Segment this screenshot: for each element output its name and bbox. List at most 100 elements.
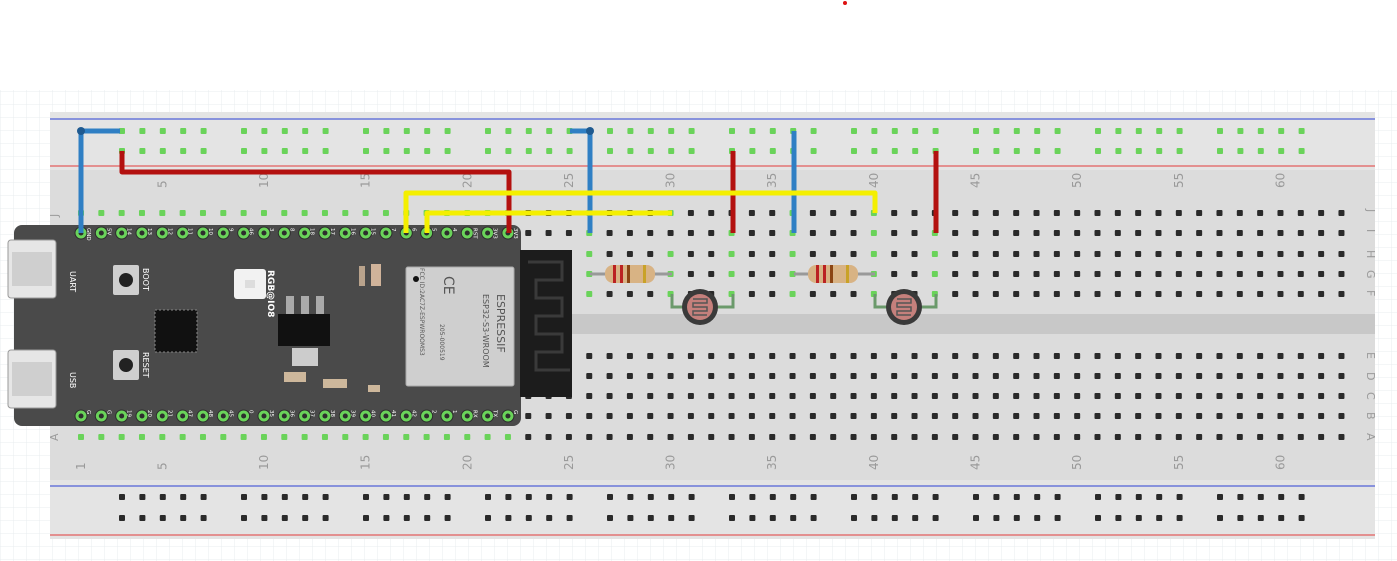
rail-hole[interactable] [993, 148, 1000, 154]
breadboard-hole[interactable] [911, 373, 918, 379]
rail-hole[interactable] [424, 148, 431, 154]
breadboard-hole[interactable] [1297, 230, 1304, 236]
breadboard-hole[interactable] [931, 251, 938, 257]
rail-hole[interactable] [871, 494, 878, 500]
rail-hole[interactable] [1013, 128, 1020, 134]
breadboard-hole[interactable] [992, 393, 999, 399]
breadboard-hole[interactable] [748, 251, 755, 257]
rail-hole[interactable] [627, 148, 634, 154]
rail-hole[interactable] [1176, 128, 1183, 134]
breadboard-hole[interactable] [647, 393, 654, 399]
breadboard-hole[interactable] [321, 434, 328, 440]
breadboard-hole[interactable] [992, 251, 999, 257]
rail-hole[interactable] [424, 515, 431, 521]
breadboard-hole[interactable] [1297, 413, 1304, 419]
breadboard-hole[interactable] [1196, 353, 1203, 359]
rail-hole[interactable] [1013, 515, 1020, 521]
breadboard-hole[interactable] [748, 353, 755, 359]
breadboard-hole[interactable] [687, 230, 694, 236]
rail-hole[interactable] [1054, 494, 1061, 500]
rail-hole[interactable] [1156, 148, 1163, 154]
breadboard-hole[interactable] [1053, 434, 1060, 440]
breadboard-hole[interactable] [748, 393, 755, 399]
breadboard-hole[interactable] [748, 434, 755, 440]
breadboard-hole[interactable] [626, 291, 633, 297]
breadboard-hole[interactable] [931, 353, 938, 359]
breadboard-hole[interactable] [1033, 230, 1040, 236]
breadboard-hole[interactable] [1135, 230, 1142, 236]
rail-hole[interactable] [668, 494, 675, 500]
breadboard-hole[interactable] [626, 230, 633, 236]
breadboard-hole[interactable] [1196, 373, 1203, 379]
rail-hole[interactable] [1054, 515, 1061, 521]
breadboard-hole[interactable] [1338, 393, 1345, 399]
breadboard-hole[interactable] [952, 251, 959, 257]
breadboard-hole[interactable] [972, 291, 979, 297]
breadboard-hole[interactable] [1135, 393, 1142, 399]
rail-hole[interactable] [363, 515, 369, 521]
breadboard-hole[interactable] [708, 373, 715, 379]
breadboard-hole[interactable] [484, 434, 491, 440]
breadboard-hole[interactable] [1338, 251, 1345, 257]
rail-hole[interactable] [485, 494, 491, 500]
breadboard-hole[interactable] [952, 291, 959, 297]
breadboard-hole[interactable] [830, 230, 837, 236]
breadboard-hole[interactable] [606, 291, 613, 297]
breadboard-hole[interactable] [748, 210, 755, 216]
breadboard-hole[interactable] [1155, 271, 1162, 277]
breadboard-hole[interactable] [382, 434, 389, 440]
rail-hole[interactable] [688, 515, 695, 521]
breadboard-hole[interactable] [1074, 210, 1081, 216]
breadboard-hole[interactable] [1236, 413, 1243, 419]
breadboard-hole[interactable] [1318, 291, 1325, 297]
breadboard-hole[interactable] [992, 210, 999, 216]
breadboard-hole[interactable] [952, 353, 959, 359]
rail-hole[interactable] [525, 515, 532, 521]
rail-hole[interactable] [993, 494, 1000, 500]
breadboard-hole[interactable] [1277, 353, 1284, 359]
breadboard-hole[interactable] [1257, 373, 1264, 379]
breadboard-hole[interactable] [1257, 393, 1264, 399]
breadboard-hole[interactable] [952, 413, 959, 419]
breadboard-hole[interactable] [728, 434, 735, 440]
breadboard-hole[interactable] [850, 230, 857, 236]
breadboard-hole[interactable] [1094, 251, 1101, 257]
breadboard-hole[interactable] [1236, 271, 1243, 277]
rail-hole[interactable] [729, 494, 735, 500]
breadboard-hole[interactable] [830, 434, 837, 440]
breadboard-hole[interactable] [1135, 291, 1142, 297]
breadboard-hole[interactable] [1033, 271, 1040, 277]
rail-hole[interactable] [444, 128, 451, 134]
breadboard-hole[interactable] [1074, 434, 1081, 440]
rail-hole[interactable] [200, 515, 207, 521]
rail-hole[interactable] [647, 148, 654, 154]
breadboard-hole[interactable] [931, 393, 938, 399]
rail-hole[interactable] [1013, 494, 1020, 500]
rail-hole[interactable] [302, 515, 309, 521]
rail-hole[interactable] [851, 128, 857, 134]
rail-hole[interactable] [647, 515, 654, 521]
breadboard-hole[interactable] [1175, 271, 1182, 277]
breadboard-hole[interactable] [687, 373, 694, 379]
breadboard-hole[interactable] [1114, 230, 1121, 236]
rail-hole[interactable] [729, 515, 735, 521]
rail-hole[interactable] [1176, 494, 1183, 500]
rail-hole[interactable] [749, 148, 756, 154]
breadboard-hole[interactable] [1114, 373, 1121, 379]
breadboard-hole[interactable] [98, 210, 105, 216]
breadboard-hole[interactable] [1175, 413, 1182, 419]
breadboard-hole[interactable] [789, 291, 796, 297]
breadboard-hole[interactable] [1074, 251, 1081, 257]
breadboard-hole[interactable] [911, 393, 918, 399]
breadboard-hole[interactable] [1216, 210, 1223, 216]
breadboard-hole[interactable] [1053, 210, 1060, 216]
breadboard-hole[interactable] [626, 434, 633, 440]
breadboard-hole[interactable] [240, 210, 247, 216]
breadboard-hole[interactable] [1094, 413, 1101, 419]
breadboard-hole[interactable] [1033, 434, 1040, 440]
rail-hole[interactable] [505, 128, 512, 134]
breadboard-hole[interactable] [830, 353, 837, 359]
breadboard-hole[interactable] [1196, 210, 1203, 216]
breadboard-hole[interactable] [1196, 271, 1203, 277]
rail-hole[interactable] [668, 148, 675, 154]
